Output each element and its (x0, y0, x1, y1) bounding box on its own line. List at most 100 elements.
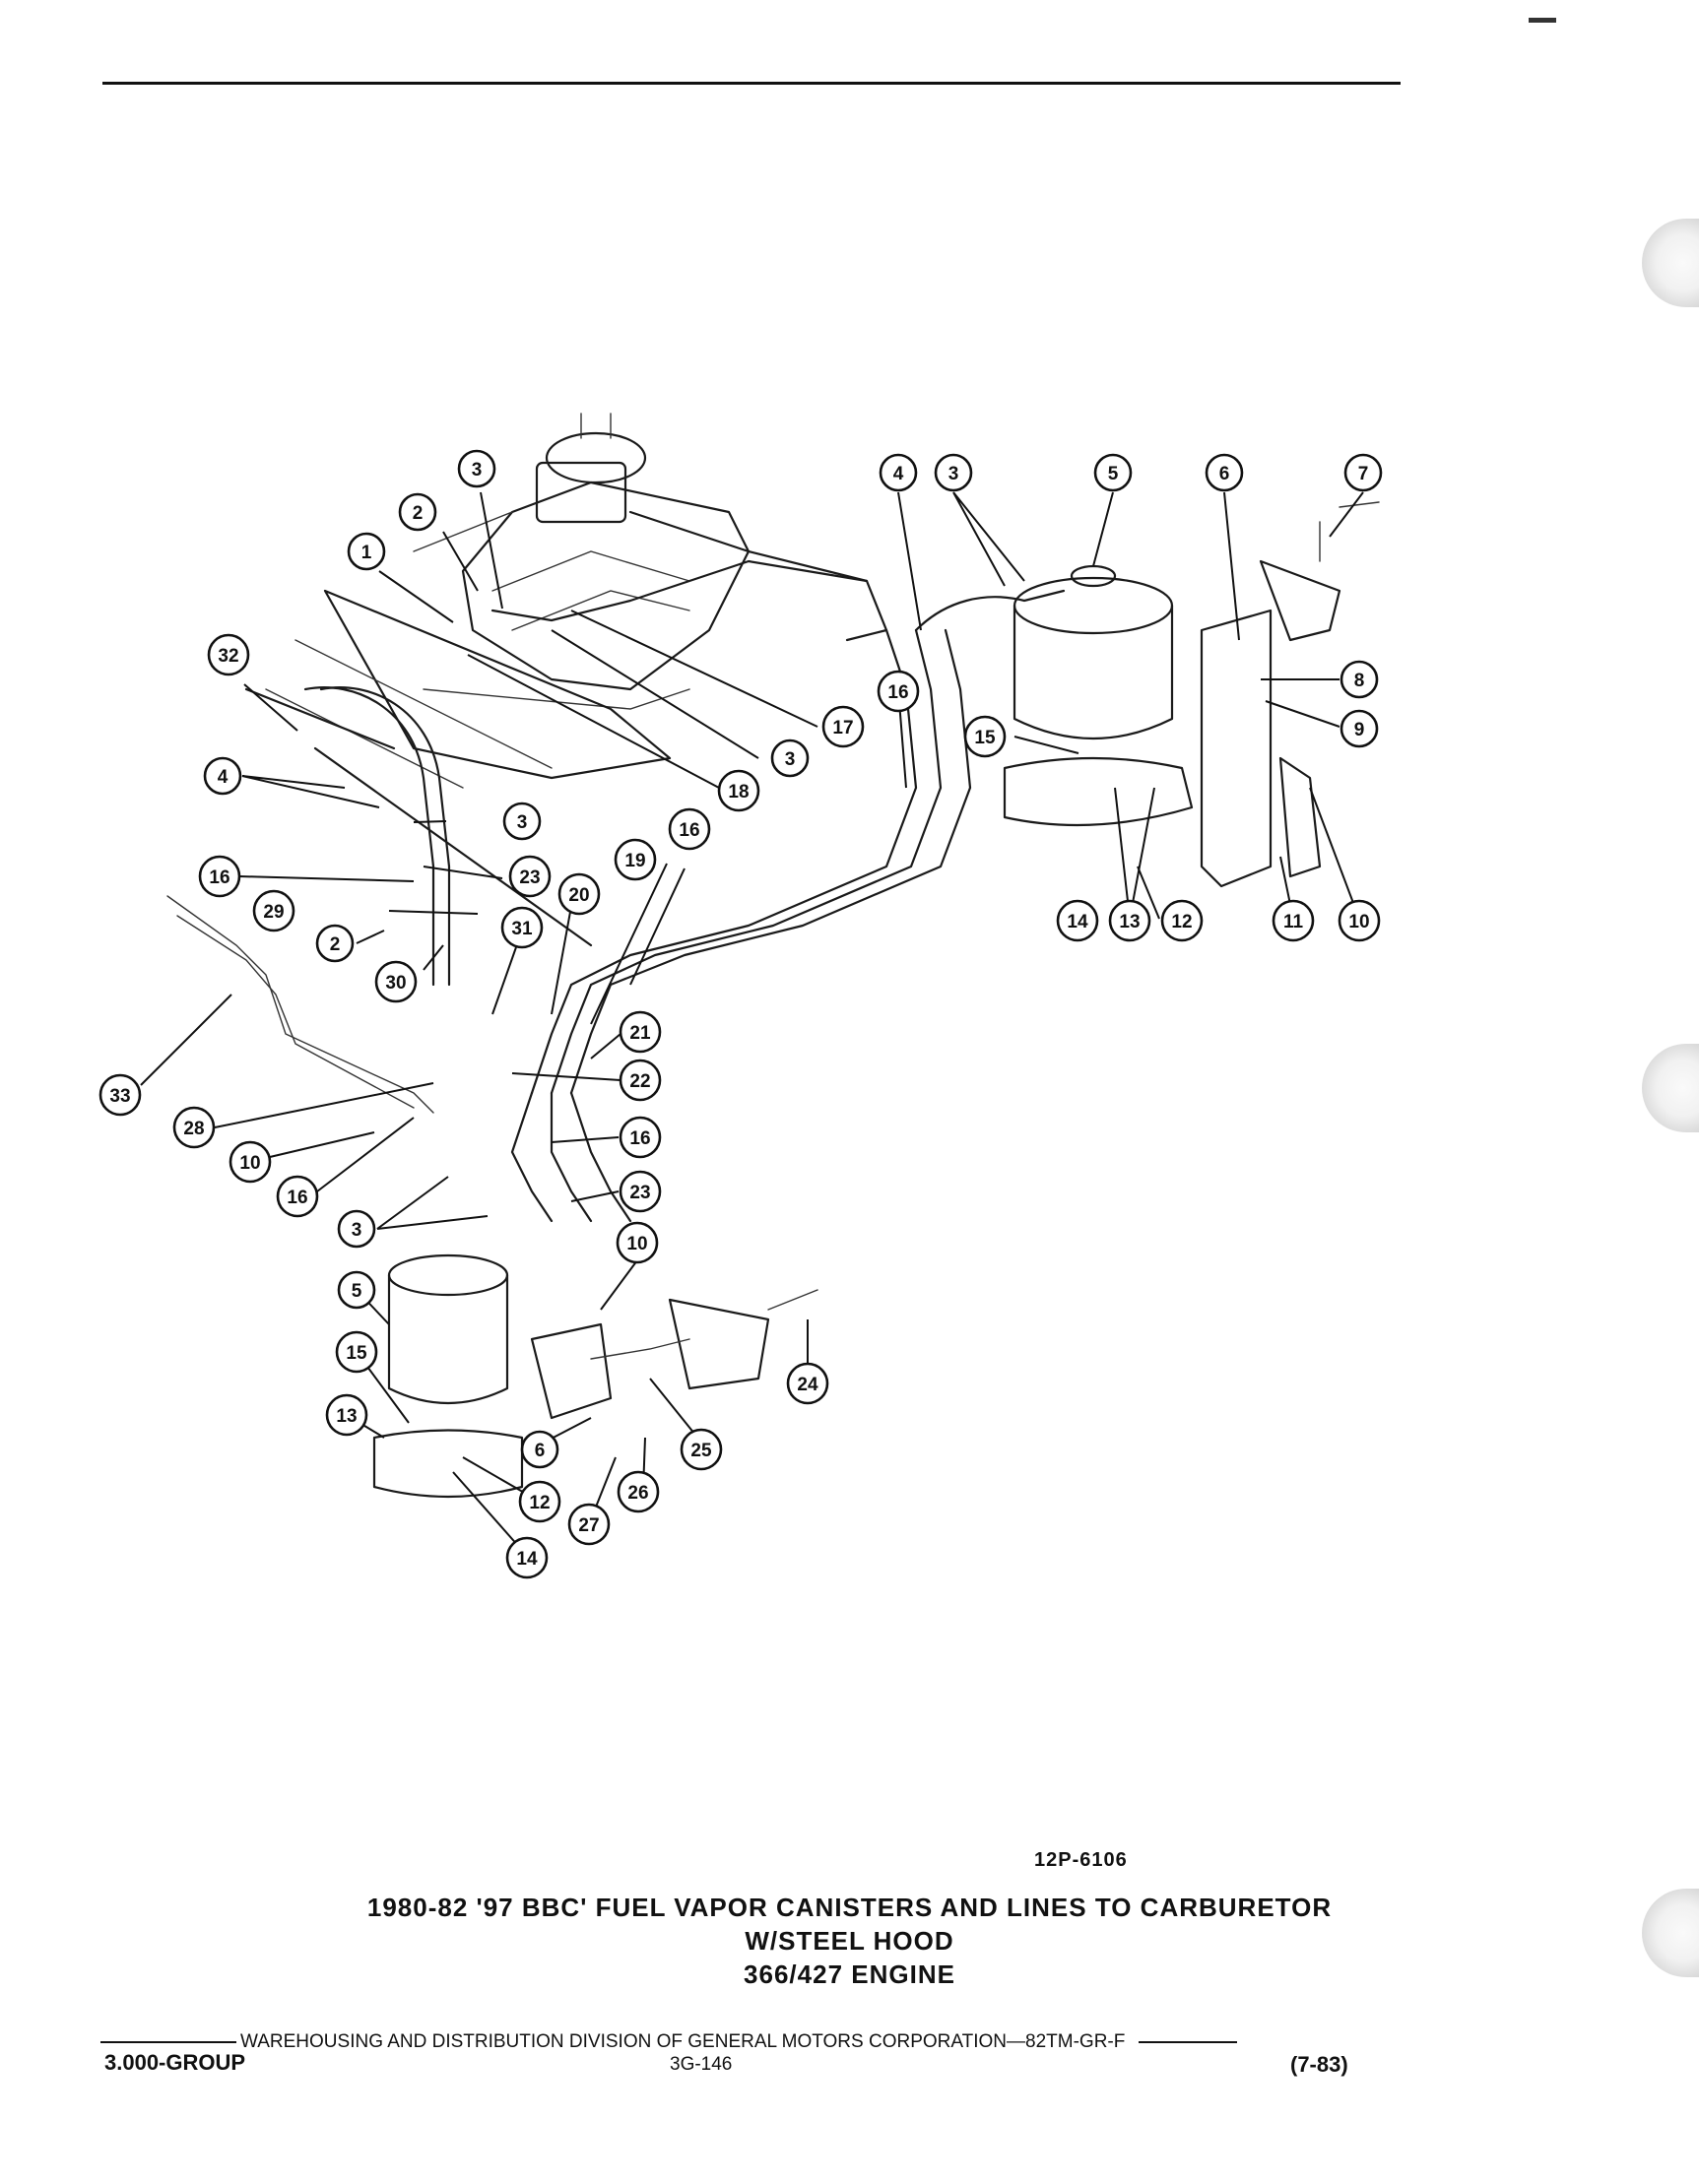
svg-text:10: 10 (1348, 912, 1369, 932)
svg-text:13: 13 (336, 1406, 357, 1427)
svg-text:10: 10 (239, 1153, 260, 1174)
svg-text:18: 18 (728, 782, 749, 803)
callout-29: 29 (252, 889, 295, 932)
callout-10: 10 (229, 1140, 272, 1184)
svg-text:32: 32 (218, 646, 238, 667)
callout-16: 16 (198, 855, 241, 898)
svg-text:3: 3 (785, 749, 796, 770)
footer-division-line: WAREHOUSING AND DISTRIBUTION DIVISION OF… (100, 2031, 1381, 2053)
callout-33: 33 (98, 1073, 142, 1117)
callout-2: 2 (315, 924, 355, 963)
callout-1: 1 (347, 532, 386, 571)
svg-text:3: 3 (472, 460, 483, 481)
svg-text:5: 5 (352, 1281, 362, 1302)
svg-text:13: 13 (1119, 912, 1140, 932)
callout-27: 27 (567, 1503, 611, 1546)
callout-20: 20 (557, 872, 601, 916)
svg-text:22: 22 (629, 1071, 650, 1092)
callout-14: 14 (505, 1536, 549, 1579)
svg-text:2: 2 (330, 934, 341, 955)
callout-24: 24 (786, 1362, 829, 1405)
svg-text:28: 28 (183, 1119, 204, 1139)
svg-text:12: 12 (1171, 912, 1192, 932)
svg-text:30: 30 (385, 973, 406, 994)
svg-text:3: 3 (517, 812, 528, 833)
callout-19: 19 (614, 838, 657, 881)
svg-text:6: 6 (1219, 464, 1230, 484)
callout-3: 3 (934, 453, 973, 492)
svg-text:1: 1 (361, 543, 372, 563)
revision-date: (7-83) (1290, 2052, 1348, 2077)
svg-text:3: 3 (948, 464, 959, 484)
callout-12: 12 (518, 1480, 561, 1523)
svg-text:14: 14 (516, 1549, 538, 1570)
callout-15: 15 (335, 1330, 378, 1374)
callout-13: 13 (325, 1393, 368, 1437)
svg-text:19: 19 (624, 851, 645, 871)
svg-text:15: 15 (974, 728, 996, 748)
callout-3: 3 (337, 1209, 376, 1249)
callout-5: 5 (337, 1270, 376, 1310)
diagram-title-line-2: W/STEEL HOOD (745, 1926, 954, 1956)
callout-10: 10 (616, 1221, 659, 1264)
diagram-title-line-3: 366/427 ENGINE (744, 1959, 955, 1989)
callout-2: 2 (398, 492, 437, 532)
svg-text:16: 16 (629, 1128, 650, 1149)
svg-text:29: 29 (263, 902, 284, 923)
svg-text:17: 17 (832, 718, 853, 739)
callout-18: 18 (717, 769, 760, 812)
callout-16: 16 (276, 1175, 319, 1218)
footer-rule-left (100, 2041, 236, 2043)
svg-text:3: 3 (352, 1220, 362, 1241)
svg-text:8: 8 (1354, 671, 1365, 691)
callout-12: 12 (1160, 899, 1204, 942)
callout-9: 9 (1340, 709, 1379, 748)
callout-4: 4 (203, 756, 242, 796)
svg-text:24: 24 (797, 1375, 818, 1395)
callout-17: 17 (821, 705, 865, 748)
callout-16: 16 (877, 670, 920, 713)
svg-text:9: 9 (1354, 720, 1365, 740)
callout-31: 31 (500, 906, 544, 949)
callout-14: 14 (1056, 899, 1099, 942)
svg-text:14: 14 (1067, 912, 1088, 932)
svg-text:16: 16 (887, 682, 908, 703)
page-number: 3G-146 (670, 2054, 733, 2075)
callout-5: 5 (1093, 453, 1133, 492)
diagram-title-line-1: 1980-82 '97 BBC' FUEL VAPOR CANISTERS AN… (366, 1893, 1333, 1922)
svg-text:5: 5 (1108, 464, 1119, 484)
footer-rule-right (1139, 2041, 1238, 2043)
scan-mark (1529, 18, 1556, 23)
svg-text:11: 11 (1283, 912, 1304, 932)
callout-28: 28 (172, 1106, 216, 1149)
callout-6: 6 (1205, 453, 1244, 492)
callout-16: 16 (619, 1116, 662, 1159)
callout-6: 6 (520, 1430, 559, 1469)
svg-text:6: 6 (535, 1441, 546, 1461)
engine-illustration (265, 413, 888, 789)
svg-text:23: 23 (629, 1183, 650, 1203)
svg-text:2: 2 (413, 503, 424, 524)
callout-22: 22 (619, 1059, 662, 1102)
callout-16: 16 (668, 807, 711, 851)
division-text: WAREHOUSING AND DISTRIBUTION DIVISION OF… (240, 2031, 1126, 2052)
callout-23: 23 (619, 1170, 662, 1213)
callout-21: 21 (619, 1010, 662, 1054)
callout-32: 32 (207, 633, 250, 676)
svg-text:31: 31 (511, 919, 533, 939)
diagram-code: 12P-6106 (1034, 1849, 1128, 1871)
svg-text:23: 23 (519, 867, 540, 888)
svg-text:7: 7 (1358, 464, 1369, 484)
svg-text:20: 20 (568, 885, 589, 906)
callout-23: 23 (508, 855, 552, 898)
callout-8: 8 (1340, 660, 1379, 699)
svg-text:15: 15 (346, 1343, 367, 1364)
svg-text:33: 33 (109, 1086, 130, 1107)
svg-text:16: 16 (287, 1188, 307, 1208)
svg-text:4: 4 (218, 767, 229, 788)
upper-canister-assembly (1003, 501, 1380, 888)
svg-text:12: 12 (529, 1493, 550, 1513)
callout-11: 11 (1272, 899, 1315, 942)
svg-text:21: 21 (629, 1023, 651, 1044)
